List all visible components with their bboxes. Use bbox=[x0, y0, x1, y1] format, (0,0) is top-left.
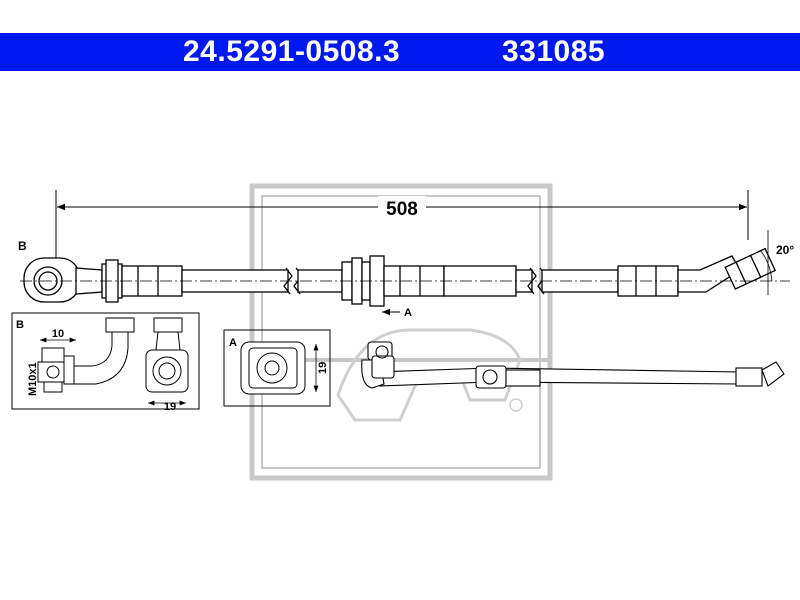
detail-b-label: B bbox=[16, 319, 24, 331]
overall-length-label: 508 bbox=[386, 199, 418, 220]
overall-length-dimension: 508 bbox=[55, 190, 749, 265]
view-b-marker: B bbox=[18, 239, 27, 253]
hose-perspective-view bbox=[361, 341, 785, 389]
detail-b-view: B M10x1 10 19 bbox=[11, 312, 200, 413]
reference-number: 331085 bbox=[502, 35, 606, 68]
dim-10-label: 10 bbox=[52, 328, 64, 340]
watermark-logo bbox=[336, 328, 523, 422]
brake-hose-main bbox=[23, 247, 777, 307]
detail-a-view: A 19 bbox=[223, 329, 331, 407]
angle-label: 20° bbox=[776, 243, 794, 257]
arrow-a-label: A bbox=[404, 307, 412, 319]
section-a-arrow: A bbox=[382, 307, 412, 319]
angle-annotation: 20° bbox=[759, 230, 794, 295]
thread-label: M10x1 bbox=[27, 362, 39, 396]
dim-19-a-label: 19 bbox=[317, 362, 329, 374]
dim-19-b-label: 19 bbox=[164, 401, 176, 413]
part-number: 24.5291-0508.3 bbox=[183, 35, 401, 68]
detail-a-label: A bbox=[229, 337, 237, 349]
title-bar: 24.5291-0508.3 331085 bbox=[0, 33, 800, 71]
